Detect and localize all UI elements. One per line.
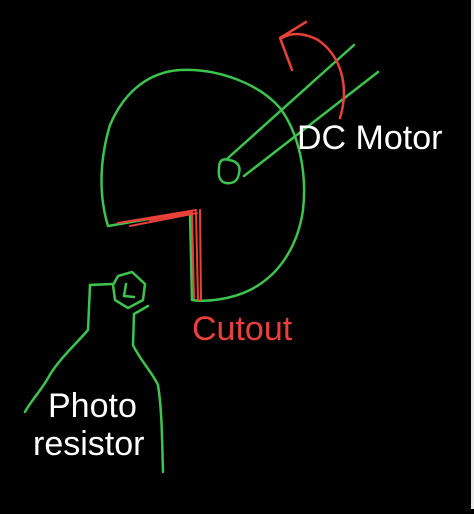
- motor-shaft-lower: [242, 70, 380, 178]
- photoresistor-right-lead: [131, 304, 165, 474]
- cutout-label: Cutout: [192, 310, 293, 348]
- rotation-arrowhead: [278, 20, 308, 72]
- cutout-hatching: [117, 209, 202, 301]
- motor-shaft-upper: [226, 43, 356, 160]
- motor-hub: [217, 158, 241, 185]
- resistor-label: resistor: [33, 425, 145, 463]
- disc-outline: [100, 68, 306, 302]
- photoresistor-inner: [122, 282, 136, 299]
- dc-motor-label: DC Motor: [297, 119, 443, 157]
- rotation-arrow: [280, 32, 346, 120]
- photo-label: Photo: [48, 387, 137, 425]
- photoresistor-left-lead: [23, 282, 114, 414]
- right-edge-border: [471, 0, 474, 509]
- photoresistor-head: [111, 270, 147, 310]
